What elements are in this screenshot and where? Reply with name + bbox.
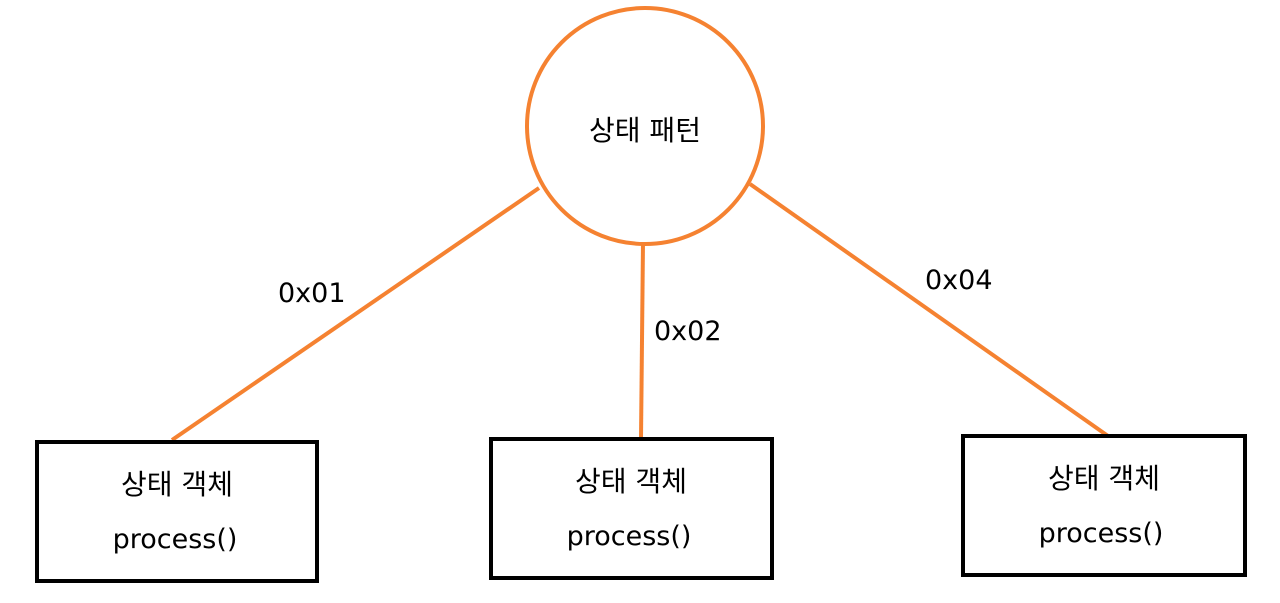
root-circle xyxy=(525,6,765,246)
state-object-box-3: 상태 객체 process() xyxy=(961,434,1247,577)
state-object-box-1: 상태 객체 process() xyxy=(35,440,319,583)
state-object-box-2-rect xyxy=(489,437,774,580)
state-object-title: 상태 객체 xyxy=(121,468,233,501)
root-node: 상태 패턴 xyxy=(525,6,765,246)
edge-label-0x01: 0x01 xyxy=(278,278,346,309)
state-object-method: process() xyxy=(1039,518,1164,549)
edge-label-0x02: 0x02 xyxy=(654,316,722,347)
edge-line-0x01 xyxy=(170,186,541,442)
state-object-box-2: 상태 객체 process() xyxy=(489,437,774,580)
edge-line-0x02 xyxy=(639,241,645,440)
state-object-box-3-rect xyxy=(961,434,1247,577)
state-object-title: 상태 객체 xyxy=(575,465,687,498)
edge-line-0x04 xyxy=(748,182,1110,438)
state-object-title: 상태 객체 xyxy=(1048,462,1160,495)
root-label: 상태 패턴 xyxy=(589,114,701,147)
edge-label-0x04: 0x04 xyxy=(925,265,993,296)
state-object-box-1-rect xyxy=(35,440,319,583)
state-object-method: process() xyxy=(567,521,692,552)
state-object-method: process() xyxy=(113,524,238,555)
